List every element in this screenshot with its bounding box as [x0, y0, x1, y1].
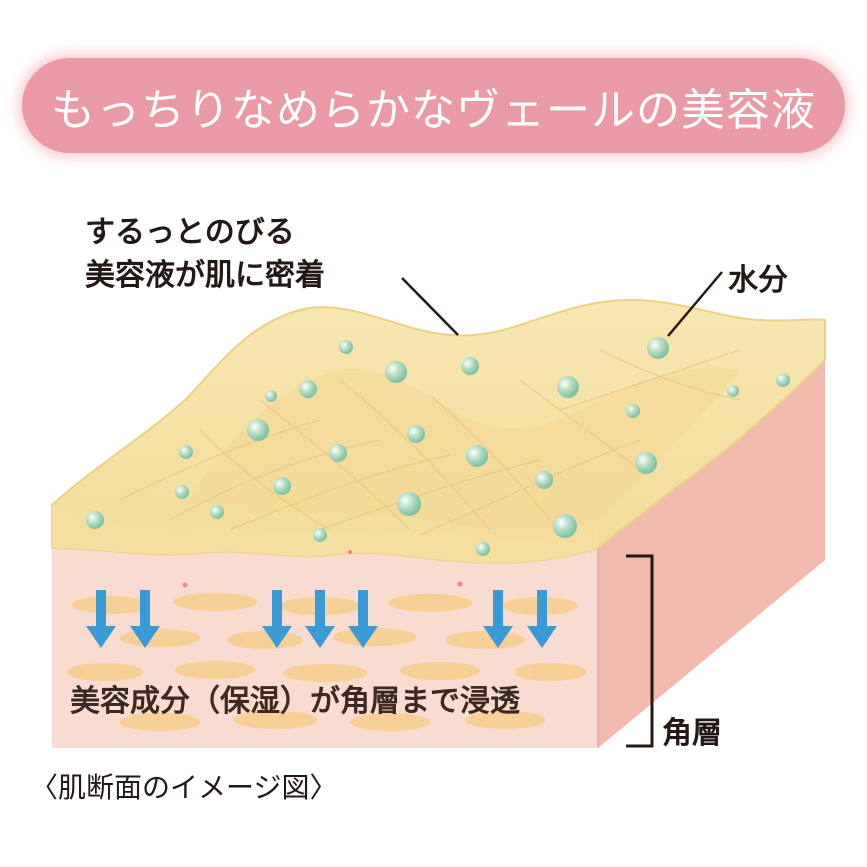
- title-banner: もっちりなめらかなヴェールの美容液: [22, 58, 845, 153]
- skin-texture-lines: [119, 349, 741, 536]
- water-leader-line: [667, 271, 723, 337]
- stratum-corneum-label: 角層: [662, 716, 722, 751]
- skin-side-face: [598, 360, 825, 748]
- veil-label-line1: するっとのびる: [85, 215, 295, 250]
- banner-title: もっちりなめらかなヴェールの美容液: [51, 84, 816, 136]
- figure-caption: 〈肌断面のイメージ図〉: [30, 771, 338, 804]
- penetration-label: 美容成分（保湿）が角層まで浸透: [70, 684, 520, 719]
- veil-leader-line: [401, 277, 459, 336]
- layer-bracket: [626, 554, 654, 748]
- veil-label-line2: 美容液が肌に密着: [85, 258, 325, 293]
- water-droplets: [86, 337, 790, 556]
- skin-cells: [67, 593, 586, 731]
- water-label: 水分: [728, 263, 788, 298]
- penetration-arrows: [86, 590, 557, 648]
